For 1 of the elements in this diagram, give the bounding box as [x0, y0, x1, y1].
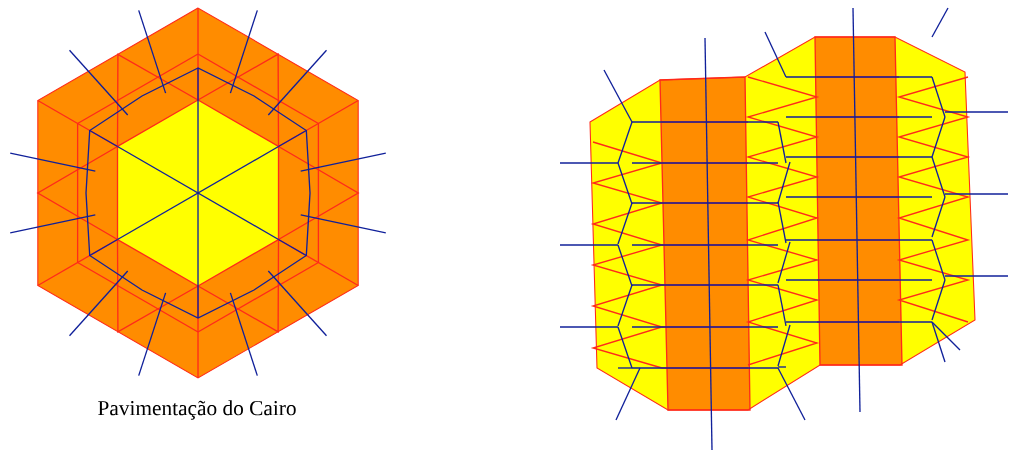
caption: Pavimentação do Cairo — [98, 400, 296, 420]
